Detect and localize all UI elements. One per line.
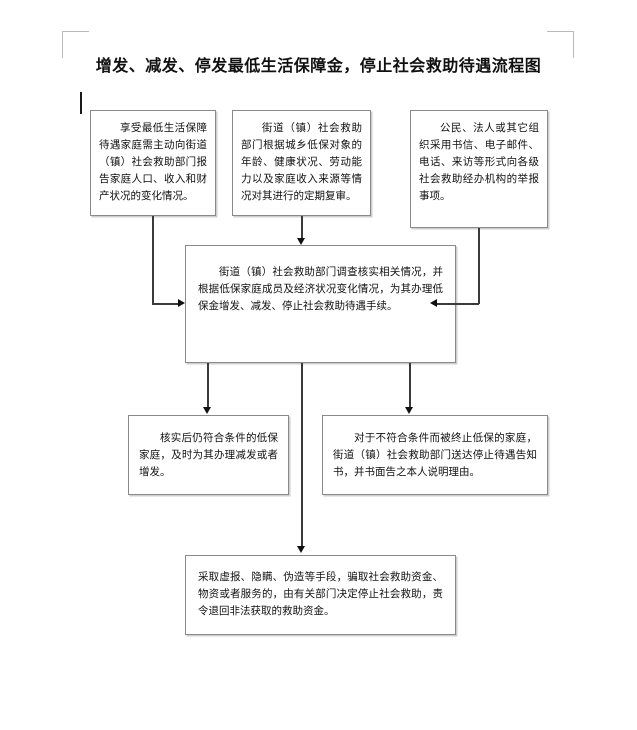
edge-investigate-qualified-arrowhead — [203, 407, 211, 414]
edge-report-investigate-horizontal — [152, 303, 178, 305]
flow-node-tipoff-label: 公民、法人或其它组织采用书信、电子邮件、电话、来访等形式向各级社会救助经办机构的… — [419, 122, 539, 202]
flow-node-review-label: 街道（镇）社会救助部门根据城乡低保对象的年龄、健康状况、劳动能力以及家庭收入来源… — [241, 122, 362, 202]
margin-tick-mark — [80, 92, 82, 114]
flow-node-investigate: 街道（镇）社会救助部门调查核实相关情况，并根据低保家庭成员及经济状况变化情况，为… — [185, 245, 456, 363]
edge-investigate-qualified-vertical — [207, 363, 209, 409]
edge-tipoff-investigate-arrowhead — [430, 299, 437, 307]
flow-node-investigate-label: 街道（镇）社会救助部门调查核实相关情况，并根据低保家庭成员及经济状况变化情况，为… — [198, 266, 443, 312]
flow-node-terminate: 对于不符合条件而被终止低保的家庭，街道（镇）社会救助部门送达停止待遇告知书，并书… — [322, 415, 548, 495]
page-title: 增发、减发、停发最低生活保障金，停止社会救助待遇流程图 — [95, 56, 542, 75]
edge-investigate-terminate-arrowhead — [405, 407, 413, 414]
flow-node-report-label: 享受最低生活保障待遇家庭需主动向街道（镇）社会救助部门报告家庭人口、收入和财产状… — [99, 122, 207, 202]
flow-node-review: 街道（镇）社会救助部门根据城乡低保对象的年龄、健康状况、劳动能力以及家庭收入来源… — [232, 110, 371, 216]
flow-node-fraud-label: 采取虚报、隐瞒、伪造等手段，骗取社会救助资金、物资或者服务的，由有关部门决定停止… — [198, 571, 443, 617]
flow-node-qualified-label: 核实后仍符合条件的低保家庭，及时为其办理减发或者增发。 — [139, 432, 278, 478]
flow-node-fraud: 采取虚报、隐瞒、伪造等手段，骗取社会救助资金、物资或者服务的，由有关部门决定停止… — [185, 555, 456, 635]
flow-node-qualified: 核实后仍符合条件的低保家庭，及时为其办理减发或者增发。 — [128, 415, 289, 495]
flow-node-report: 享受最低生活保障待遇家庭需主动向街道（镇）社会救助部门报告家庭人口、收入和财产状… — [90, 110, 216, 216]
edge-investigate-fraud-arrowhead — [297, 546, 305, 553]
edge-report-investigate-vertical — [152, 216, 154, 304]
edge-report-investigate-arrowhead — [178, 299, 185, 307]
edge-tipoff-investigate-horizontal — [437, 303, 479, 305]
flow-node-tipoff: 公民、法人或其它组织采用书信、电子邮件、电话、来访等形式向各级社会救助经办机构的… — [410, 110, 548, 228]
edge-investigate-fraud-vertical — [301, 363, 303, 547]
edge-investigate-terminate-vertical — [409, 363, 411, 409]
edge-review-investigate-arrowhead — [297, 238, 305, 245]
flow-node-terminate-label: 对于不符合条件而被终止低保的家庭，街道（镇）社会救助部门送达停止待遇告知书，并书… — [333, 432, 537, 478]
edge-review-investigate-vertical — [301, 216, 303, 240]
edge-tipoff-investigate-vertical — [478, 228, 480, 304]
